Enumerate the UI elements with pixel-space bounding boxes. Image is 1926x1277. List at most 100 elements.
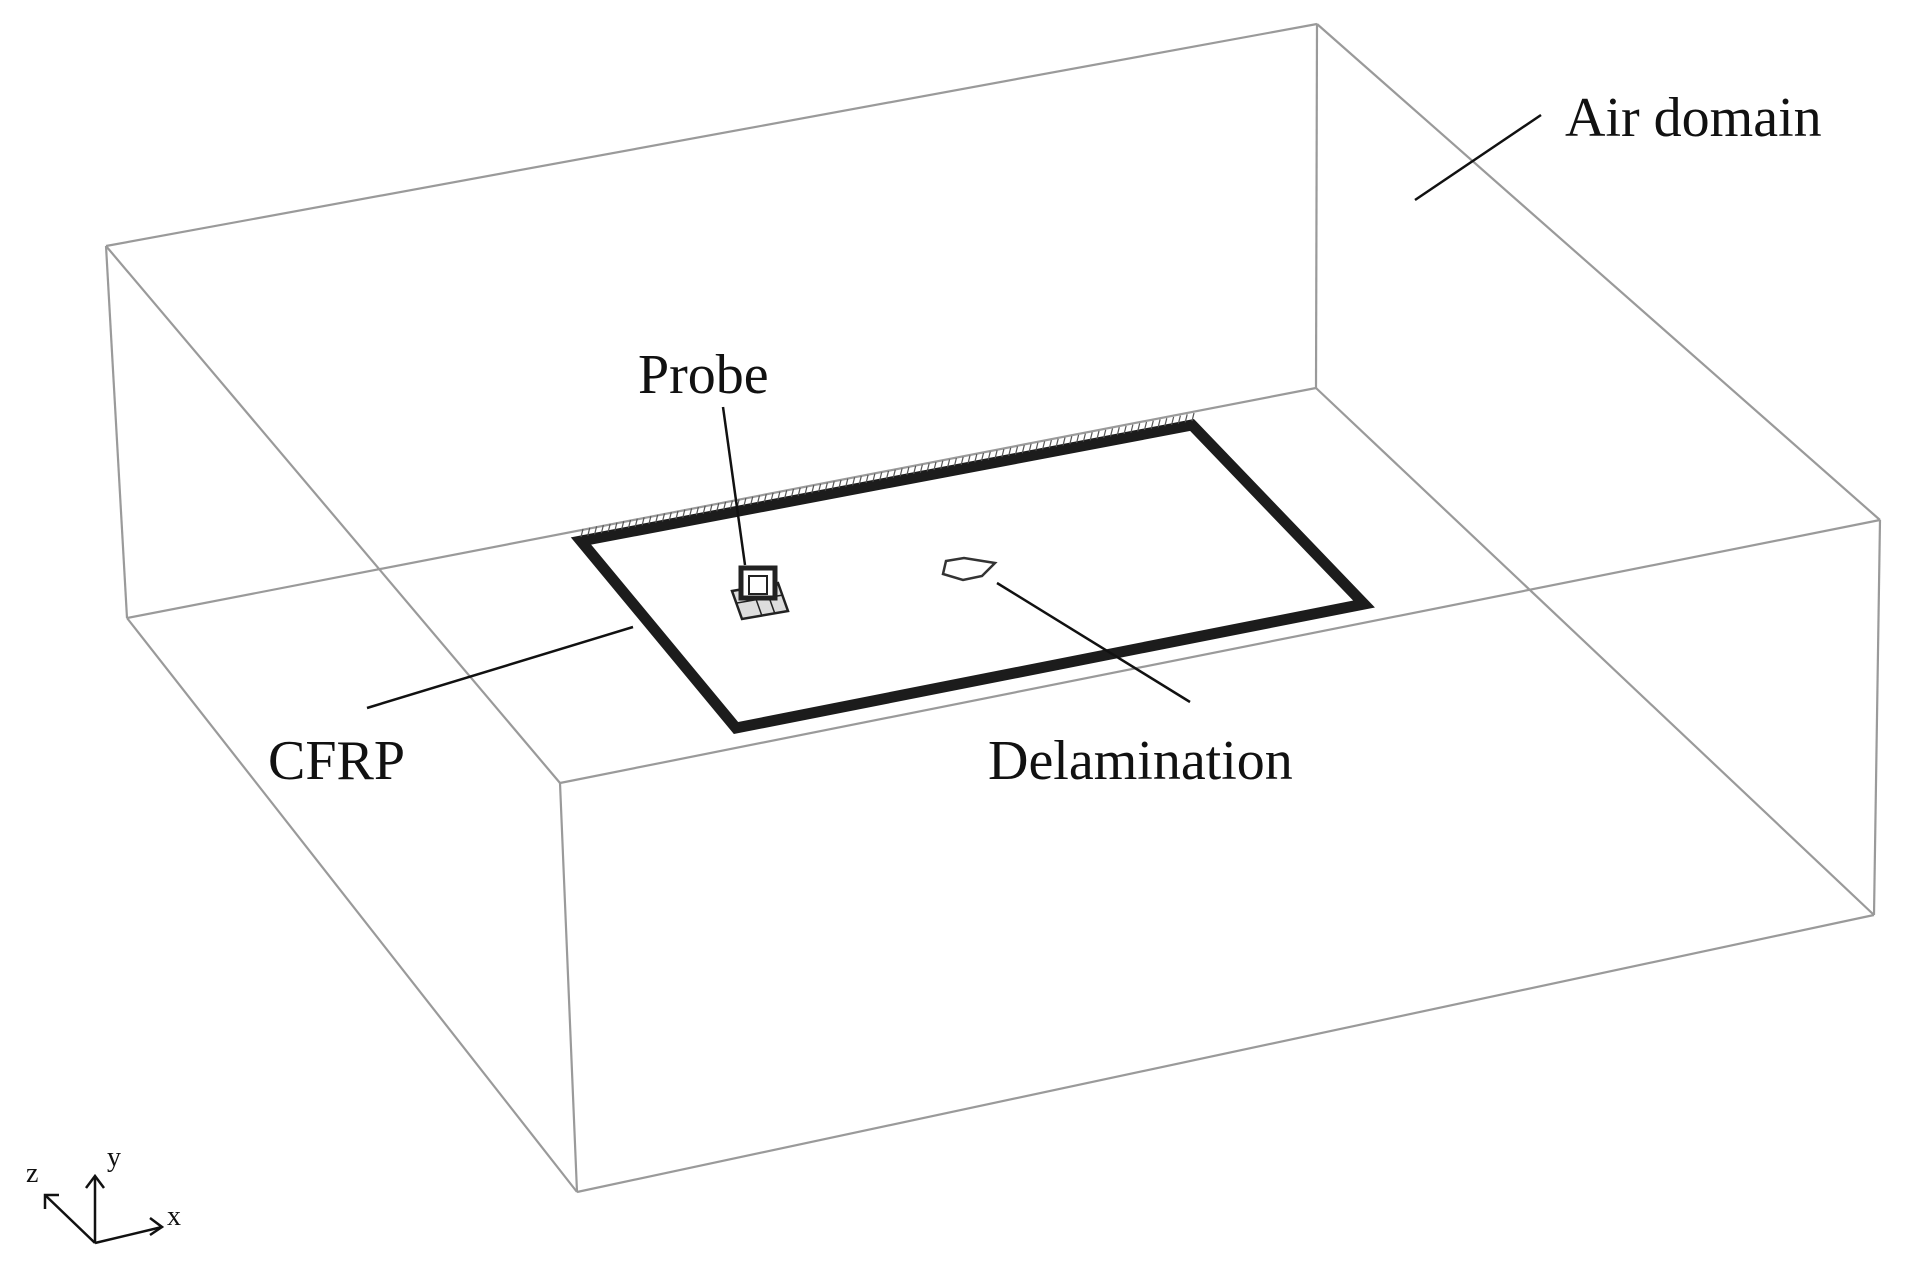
mesh-tick (818, 483, 822, 493)
mesh-tick (858, 476, 862, 485)
mesh-tick (1103, 429, 1107, 438)
mesh-tick (763, 494, 767, 503)
mesh-tick (1021, 445, 1025, 454)
mesh-tick (716, 503, 720, 512)
mesh-tick (906, 466, 910, 476)
mesh-tick (641, 517, 645, 526)
mesh-tick (695, 506, 699, 516)
mesh-tick (852, 477, 856, 486)
mesh-tick (784, 490, 788, 499)
mesh-tick (1137, 423, 1141, 432)
mesh-tick (1076, 434, 1080, 444)
mesh-tick (1014, 446, 1019, 455)
mesh-tick (1062, 437, 1066, 446)
mesh-tick (1042, 441, 1046, 450)
delamination-leader (996, 581, 1191, 704)
mesh-tick (1001, 448, 1005, 458)
z-axis-line (44, 1194, 96, 1244)
mesh-tick (899, 468, 903, 477)
mesh-tick (1164, 418, 1168, 427)
mesh-tick (621, 521, 625, 530)
x-axis-arrowhead (149, 1217, 165, 1237)
mesh-tick (743, 497, 747, 507)
box-edge (1872, 519, 1882, 916)
cfrp-mesh-ticks (580, 412, 1195, 538)
air-domain-box (104, 22, 1882, 1194)
mesh-tick (607, 523, 611, 532)
mesh-tick (947, 459, 951, 468)
z-axis-label: z (26, 1158, 38, 1189)
mesh-tick (1035, 442, 1039, 451)
mesh-tick (1171, 416, 1175, 426)
y-axis-label: y (107, 1142, 121, 1173)
mesh-tick (892, 469, 896, 478)
mesh-tick (1130, 424, 1134, 433)
mesh-tick (777, 491, 781, 500)
mesh-tick (980, 452, 985, 462)
mesh-tick (756, 495, 761, 504)
mesh-tick (634, 518, 638, 527)
mesh-tick (689, 508, 693, 517)
cfrp-plate (570, 412, 1375, 735)
mesh-tick (1184, 414, 1188, 423)
mesh-tick (1123, 425, 1127, 435)
mesh-tick (885, 470, 890, 480)
x-axis-label: x (167, 1201, 181, 1232)
box-edge (126, 386, 1317, 620)
mesh-tick (729, 500, 733, 509)
mesh-tick (838, 479, 842, 489)
mesh-tick (933, 461, 937, 471)
probe-leader (721, 406, 747, 566)
mesh-tick (600, 524, 604, 534)
cfrp-leader (366, 625, 634, 710)
mesh-tick (1055, 438, 1059, 447)
axis-triad (43, 1173, 165, 1245)
probe-core (748, 575, 768, 595)
mesh-tick (1082, 433, 1086, 442)
mesh-tick (824, 482, 828, 491)
box-edge (105, 245, 561, 784)
mesh-tick (675, 510, 679, 520)
mesh-tick (804, 486, 808, 495)
box-edge (576, 913, 1875, 1194)
mesh-tick (960, 456, 964, 465)
mesh-tick (682, 509, 686, 518)
mesh-tick (668, 512, 672, 521)
cfrp-label: CFRP (268, 730, 405, 792)
mesh-tick (831, 481, 835, 490)
mesh-tick (750, 496, 754, 505)
mesh-tick (627, 519, 632, 529)
mesh-tick (614, 522, 618, 531)
mesh-tick (723, 501, 727, 511)
air-domain-leader (1414, 113, 1542, 202)
mesh-tick (790, 488, 795, 498)
mesh-tick (1191, 412, 1195, 422)
mesh-tick (580, 528, 584, 538)
mesh-tick (648, 515, 652, 525)
mesh-tick (1177, 415, 1181, 424)
box-edge (105, 22, 1318, 248)
y-axis-arrowhead (85, 1173, 105, 1189)
mesh-tick (879, 472, 883, 481)
box-edge (1315, 387, 1875, 916)
box-edge (1316, 23, 1881, 521)
mesh-tick (1157, 419, 1161, 428)
mesh-tick (913, 465, 917, 474)
mesh-tick (661, 513, 666, 522)
mesh-tick (926, 463, 930, 472)
mesh-tick (987, 451, 991, 460)
box-edge (1314, 23, 1319, 389)
box-edge (126, 617, 578, 1193)
mesh-tick (1143, 421, 1148, 431)
mesh-tick (770, 492, 774, 502)
mesh-tick (1150, 420, 1154, 429)
mesh-tick (1096, 430, 1100, 440)
mesh-tick (1116, 427, 1120, 436)
box-edge (559, 518, 1881, 785)
mesh-tick (845, 478, 849, 487)
mesh-tick (1089, 432, 1093, 441)
box-edge (104, 245, 129, 619)
mesh-tick (811, 485, 815, 494)
box-edge (558, 782, 579, 1193)
mesh-tick (974, 454, 978, 463)
